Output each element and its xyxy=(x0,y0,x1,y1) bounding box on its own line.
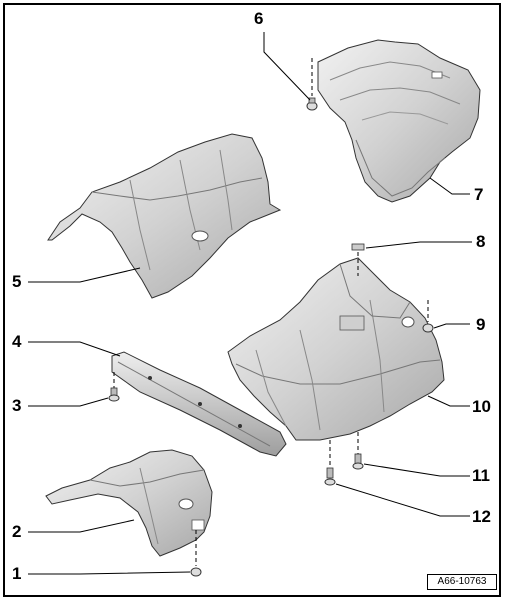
callout-3: 3 xyxy=(12,396,22,415)
callout-5: 5 xyxy=(12,272,22,291)
nut-1 xyxy=(190,530,202,577)
heat-shield-7 xyxy=(317,39,481,203)
nut-9 xyxy=(422,300,434,333)
leader-1 xyxy=(28,571,191,575)
leader-7 xyxy=(429,177,470,195)
leader-4 xyxy=(28,341,121,357)
heat-shield-10 xyxy=(227,257,445,441)
leader-8 xyxy=(365,241,472,249)
callout-1: 1 xyxy=(12,564,22,583)
callout-7: 7 xyxy=(474,185,484,204)
leader-lines xyxy=(28,32,472,575)
leader-9 xyxy=(433,323,470,329)
leader-5 xyxy=(28,267,141,283)
screw-6 xyxy=(306,58,318,111)
leader-11 xyxy=(363,463,470,477)
callout-2: 2 xyxy=(12,522,22,541)
clip-8 xyxy=(351,243,365,276)
reference-code-label: A66-10763 xyxy=(427,574,497,590)
callout-12: 12 xyxy=(472,507,491,526)
screw-12 xyxy=(324,440,336,486)
diagram-frame xyxy=(3,3,501,597)
callout-8: 8 xyxy=(476,232,486,251)
screw-11 xyxy=(352,432,364,470)
callout-11: 11 xyxy=(472,466,490,485)
leader-2 xyxy=(28,519,135,533)
callout-6: 6 xyxy=(254,9,264,28)
leader-12 xyxy=(335,483,470,517)
callout-10: 10 xyxy=(472,397,491,416)
heat-shield-2 xyxy=(45,449,213,557)
leader-3 xyxy=(28,397,109,407)
callout-9: 9 xyxy=(476,315,486,334)
callout-4: 4 xyxy=(12,332,22,351)
leader-6 xyxy=(263,32,311,101)
screw-3 xyxy=(108,372,120,402)
bracket-4 xyxy=(111,351,287,457)
heat-shield-5 xyxy=(47,133,282,299)
leader-10 xyxy=(427,395,470,407)
